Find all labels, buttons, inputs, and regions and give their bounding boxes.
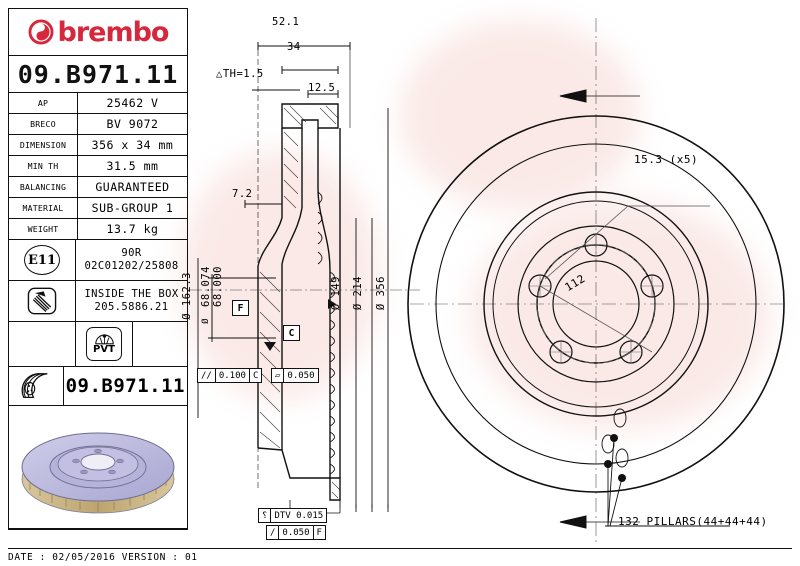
dim-hub-bore-min: 68.000 <box>212 266 224 307</box>
inside-box-row: INSIDE THE BOX 205.5886.21 <box>9 281 187 322</box>
spec-row-min-th: MIN TH 31.5 mm <box>9 156 187 177</box>
screw-icon <box>9 281 76 321</box>
tolerance-runout: / 0.050 F <box>266 525 326 540</box>
spec-value: 31.5 mm <box>106 159 159 173</box>
dim-overall-width: 52.1 <box>272 16 300 28</box>
spec-value: SUB-GROUP 1 <box>91 201 174 215</box>
spec-label: BALANCING <box>9 177 78 197</box>
tolerance-value: 0.100 <box>216 369 250 382</box>
tolerance-datum: F <box>316 527 322 538</box>
tolerance-value: 0.050 <box>279 526 314 539</box>
part-number: 09.B971.11 <box>17 59 179 89</box>
cross-section-view <box>190 42 420 514</box>
e11-badge: E11 <box>24 245 60 275</box>
spec-value: 13.7 kg <box>106 222 159 236</box>
spec-row-dimension: DIMENSION 356 x 34 mm <box>9 135 187 156</box>
part-number-repeat: 09.B971.11 <box>65 375 185 397</box>
dim-dia-214: Ø 214 <box>352 276 364 311</box>
e11-circle-mark-icon: E11 <box>9 240 76 280</box>
pvt-label: PVT <box>93 344 115 355</box>
pillars-note: 132 PILLARS(44+44+44) <box>618 515 768 528</box>
dim-delta-th: △TH=1.5 <box>216 68 264 80</box>
spec-value: GUARANTEED <box>95 180 170 194</box>
spec-row-balancing: BALANCING GUARANTEED <box>9 177 187 198</box>
tolerance-value: 0.050 <box>287 370 315 381</box>
dim-hat-width: 34 <box>287 41 301 53</box>
dim-dia-356: Ø 356 <box>375 276 387 311</box>
tolerance-symbol: ⸮ <box>259 509 272 522</box>
brembo-logo: brembo <box>9 9 187 56</box>
tolerance-symbol: / <box>267 526 280 539</box>
pvt-coating-icon: PVT <box>76 322 133 366</box>
part-number-repeat-row: 09.B971.11 <box>9 367 187 406</box>
dim-offset: 12.5 <box>308 82 336 94</box>
pvt-empty-cell-right <box>133 322 187 366</box>
brembo-swirl-logo-icon <box>28 19 53 45</box>
homologation-row: E11 90R 02C01202/25808 <box>9 240 187 281</box>
info-panel: brembo 09.B971.11 AP 25462 V BRECO BV 90… <box>8 8 188 530</box>
pvt-spray-icon <box>94 334 114 345</box>
footer-date-version: DATE : 02/05/2016 VERSION : 01 <box>8 548 792 563</box>
part-number-header: 09.B971.11 <box>9 56 187 93</box>
spec-label: BRECO <box>9 114 78 134</box>
spec-row-weight: WEIGHT 13.7 kg <box>9 219 187 240</box>
face-view <box>407 18 786 542</box>
spec-label: WEIGHT <box>9 219 78 239</box>
tolerance-symbol: ▱ <box>272 369 285 382</box>
spec-row-breco: BRECO BV 9072 <box>9 114 187 135</box>
dim-hub-bore-max: 68.074 <box>200 266 212 307</box>
tolerance-value: DTV 0.015 <box>274 510 324 521</box>
dim-flange-th: 7.2 <box>232 188 253 200</box>
datum-f: F <box>232 300 249 316</box>
spec-label: MIN TH <box>9 156 78 176</box>
brembo-wordmark: brembo <box>57 16 170 48</box>
spec-value: 356 x 34 mm <box>91 138 174 152</box>
tolerance-parallelism: // 0.100 C <box>197 368 263 383</box>
brake-disc-3d-render-icon <box>21 432 175 514</box>
tolerance-flatness: ▱ 0.050 <box>271 368 319 383</box>
dim-dia-149: Ø 149 <box>330 276 342 311</box>
dim-bore-dia: Ø 162.3 <box>181 272 193 320</box>
product-photo <box>9 406 187 529</box>
bolt-hole-note: 15.3 (x5) <box>634 153 699 166</box>
homologation-line1: 90R <box>121 246 142 259</box>
brake-disc-icon-glyph <box>21 373 48 399</box>
pvt-row: PVT <box>9 322 187 367</box>
spec-value: BV 9072 <box>106 117 159 131</box>
screw-icon-glyph <box>27 287 57 315</box>
spec-value: 25462 V <box>106 96 159 110</box>
spec-label: MATERIAL <box>9 198 78 218</box>
spec-row-material: MATERIAL SUB-GROUP 1 <box>9 198 187 219</box>
dim-hub-bore-symbol: Ø <box>201 318 211 324</box>
inside-box-line2: 205.5886.21 <box>94 301 169 313</box>
tolerance-datum: C <box>252 370 259 381</box>
spec-row-ap: AP 25462 V <box>9 93 187 114</box>
spec-label: DIMENSION <box>9 135 78 155</box>
pvt-empty-cell <box>9 322 76 366</box>
datum-c: C <box>283 325 300 341</box>
spec-label: AP <box>9 93 78 113</box>
homologation-line2: 02C01202/25808 <box>84 260 179 272</box>
brake-disc-icon <box>9 367 64 405</box>
tolerance-symbol: // <box>198 369 216 382</box>
inside-box-line1: INSIDE THE BOX <box>84 287 179 300</box>
tolerance-dtv: ⸮ DTV 0.015 <box>258 508 328 523</box>
